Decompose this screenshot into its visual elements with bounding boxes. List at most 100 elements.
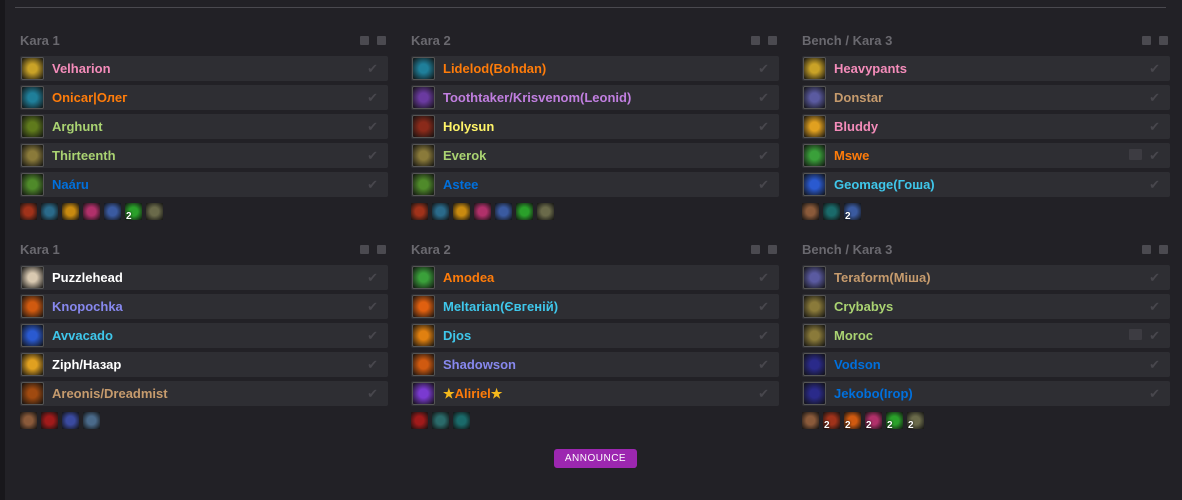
check-icon[interactable]: ✔: [367, 119, 378, 134]
buff-count: 2: [845, 420, 851, 431]
check-icon[interactable]: ✔: [1149, 177, 1160, 192]
edit-icon[interactable]: [1142, 244, 1151, 254]
player-row[interactable]: Shadowson✔: [411, 352, 779, 377]
check-icon[interactable]: ✔: [367, 357, 378, 372]
player-row[interactable]: Meltarian(Євгеній)✔: [411, 294, 779, 319]
check-icon[interactable]: ✔: [367, 299, 378, 314]
check-icon[interactable]: ✔: [758, 177, 769, 192]
player-row[interactable]: Amodea✔: [411, 265, 779, 290]
edit-icon[interactable]: [751, 244, 760, 254]
check-icon[interactable]: ✔: [758, 299, 769, 314]
check-icon[interactable]: ✔: [1149, 90, 1160, 105]
check-icon[interactable]: ✔: [367, 61, 378, 76]
player-row[interactable]: Moroc✔: [802, 323, 1170, 348]
class-spec-icon: [803, 86, 826, 109]
player-row[interactable]: Crybabys✔: [802, 294, 1170, 319]
player-name: Onicar|Олег: [52, 90, 128, 105]
player-row[interactable]: Knopochka✔: [20, 294, 388, 319]
check-icon[interactable]: ✔: [1149, 357, 1160, 372]
comment-icon[interactable]: [1129, 329, 1142, 340]
player-row[interactable]: Thirteenth✔: [20, 143, 388, 168]
player-row[interactable]: Holysun✔: [411, 114, 779, 139]
check-icon[interactable]: ✔: [758, 61, 769, 76]
player-row[interactable]: Heavypants✔: [802, 56, 1170, 81]
trash-icon[interactable]: [768, 244, 777, 254]
player-name: Mswe: [834, 148, 870, 163]
trash-icon[interactable]: [1159, 35, 1168, 45]
player-row[interactable]: Mswe ✔: [802, 143, 1170, 168]
trash-icon[interactable]: [768, 35, 777, 45]
class-spec-icon: [412, 57, 435, 80]
player-name: Geomage(Гоша): [834, 177, 935, 192]
player-name: Velharion: [52, 61, 111, 76]
group-title: Kara 1: [20, 241, 60, 257]
check-icon[interactable]: ✔: [758, 328, 769, 343]
check-icon[interactable]: ✔: [1149, 148, 1160, 163]
player-row[interactable]: Onicar|Олег ✔: [20, 85, 388, 110]
check-icon[interactable]: ✔: [758, 90, 769, 105]
group-header: Kara 1: [20, 30, 388, 50]
comment-icon[interactable]: [1129, 149, 1142, 160]
player-row[interactable]: Puzzlehead✔: [20, 265, 388, 290]
player-row[interactable]: Jekobo(Irop)✔: [802, 381, 1170, 406]
trash-icon[interactable]: [377, 244, 386, 254]
class-spec-icon: [21, 382, 44, 405]
check-icon[interactable]: ✔: [367, 177, 378, 192]
player-row[interactable]: Lidelod(Bohdan)✔: [411, 56, 779, 81]
check-icon[interactable]: ✔: [1149, 119, 1160, 134]
buff-icon: [411, 203, 428, 220]
edit-icon[interactable]: [360, 244, 369, 254]
check-icon[interactable]: ✔: [1149, 299, 1160, 314]
player-name: Naáru: [52, 177, 89, 192]
player-row[interactable]: Avvacado✔: [20, 323, 388, 348]
buff-count: 2: [887, 420, 893, 431]
check-icon[interactable]: ✔: [1149, 61, 1160, 76]
player-row[interactable]: ★Aliriel★✔: [411, 381, 779, 406]
player-row[interactable]: Ziph/Назар✔: [20, 352, 388, 377]
check-icon[interactable]: ✔: [758, 148, 769, 163]
player-row[interactable]: Astee✔: [411, 172, 779, 197]
player-row[interactable]: Arghunt✔: [20, 114, 388, 139]
trash-icon[interactable]: [377, 35, 386, 45]
trash-icon[interactable]: [1159, 244, 1168, 254]
edit-icon[interactable]: [360, 35, 369, 45]
check-icon[interactable]: ✔: [367, 90, 378, 105]
buff-count: 2: [824, 420, 830, 431]
raid-group: Kara 1 Puzzlehead✔ Knopochka✔ Avvacado✔ Ziph…: [20, 239, 388, 436]
check-icon[interactable]: ✔: [1149, 328, 1160, 343]
buff-icon: [83, 203, 100, 220]
buff-icon: [453, 412, 470, 429]
check-icon[interactable]: ✔: [367, 270, 378, 285]
player-row[interactable]: Bluddy✔: [802, 114, 1170, 139]
check-icon[interactable]: ✔: [758, 357, 769, 372]
buff-count: 2: [908, 420, 914, 431]
player-row[interactable]: Toothtaker/Krisvenom(Leonid)✔: [411, 85, 779, 110]
check-icon[interactable]: ✔: [367, 386, 378, 401]
check-icon[interactable]: ✔: [758, 119, 769, 134]
check-icon[interactable]: ✔: [1149, 270, 1160, 285]
buff-icon: [41, 412, 58, 429]
player-row[interactable]: Areonis/Dreadmist✔: [20, 381, 388, 406]
check-icon[interactable]: ✔: [367, 328, 378, 343]
check-icon[interactable]: ✔: [367, 148, 378, 163]
player-row[interactable]: Donstar✔: [802, 85, 1170, 110]
class-spec-icon: [803, 324, 826, 347]
check-icon[interactable]: ✔: [758, 270, 769, 285]
player-row[interactable]: Teraform(Міша)✔: [802, 265, 1170, 290]
announce-button[interactable]: ANNOUNCE: [554, 449, 637, 468]
player-row[interactable]: Naáru ✔: [20, 172, 388, 197]
check-icon[interactable]: ✔: [1149, 386, 1160, 401]
edit-icon[interactable]: [751, 35, 760, 45]
player-row[interactable]: Djos✔: [411, 323, 779, 348]
class-spec-icon: [412, 173, 435, 196]
player-row[interactable]: Vodson✔: [802, 352, 1170, 377]
player-row[interactable]: Everok✔: [411, 143, 779, 168]
edit-icon[interactable]: [1142, 35, 1151, 45]
class-spec-icon: [803, 295, 826, 318]
player-row[interactable]: Velharion ✔: [20, 56, 388, 81]
check-icon[interactable]: ✔: [758, 386, 769, 401]
player-row[interactable]: Geomage(Гоша) ✔: [802, 172, 1170, 197]
